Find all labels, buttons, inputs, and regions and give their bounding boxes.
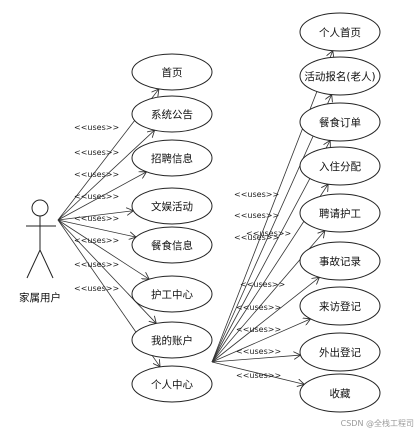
association-line (211, 361, 304, 384)
use-case-left-2[interactable]: 系统公告 (131, 95, 213, 133)
uses-label-left-1: <<uses>> (74, 123, 119, 132)
use-case-ellipse (299, 146, 381, 186)
uses-label-right-5: <<uses>> (240, 280, 285, 289)
actor-head (31, 199, 49, 217)
uses-label-right-3: <<uses>> (234, 233, 279, 242)
use-case-right-5[interactable]: 聘请护工 (299, 193, 381, 233)
use-case-ellipse (131, 226, 213, 264)
use-case-ellipse (299, 56, 381, 96)
uses-label-right-4: <<uses>> (246, 229, 291, 238)
use-case-right-6[interactable]: 事故记录 (299, 241, 381, 281)
actor-label: 家属用户 (19, 291, 61, 304)
use-case-right-1[interactable]: 个人首页 (299, 12, 381, 52)
actor-left-leg (26, 249, 41, 279)
use-case-ellipse (299, 102, 381, 142)
association-line (211, 95, 332, 363)
use-case-label: 活动报名(老人) (304, 70, 375, 83)
uses-label-right-9: <<uses>> (236, 371, 281, 380)
use-case-label: 聘请护工 (319, 207, 361, 220)
actor-family-user[interactable]: 家属用户 (19, 199, 61, 304)
use-case-right-7[interactable]: 来访登记 (299, 286, 381, 326)
uses-label-right-1: <<uses>> (234, 190, 279, 199)
uses-label-right-6: <<uses>> (236, 303, 281, 312)
use-case-ellipse (299, 286, 381, 326)
use-case-ellipse (131, 187, 213, 225)
association-line (57, 211, 133, 221)
uses-label-left-6: <<uses>> (74, 236, 119, 245)
use-case-label: 餐食订单 (319, 116, 361, 129)
use-case-label: 事故记录 (319, 255, 361, 268)
uses-label-left-2: <<uses>> (74, 148, 119, 157)
uses-label-left-8: <<uses>> (74, 284, 119, 293)
use-case-label: 首页 (162, 66, 183, 79)
use-case-label: 文娱活动 (151, 200, 193, 213)
use-case-left-3[interactable]: 招聘信息 (131, 139, 213, 177)
use-case-left-6[interactable]: 护工中心 (131, 275, 213, 313)
use-case-ellipse (131, 321, 213, 359)
use-case-ellipse (131, 365, 213, 403)
use-case-left-4[interactable]: 文娱活动 (131, 187, 213, 225)
use-case-left-1[interactable]: 首页 (131, 53, 213, 91)
association-line (211, 51, 333, 363)
use-case-ellipse (131, 139, 213, 177)
use-case-right-2[interactable]: 活动报名(老人) (299, 56, 381, 96)
use-case-label: 外出登记 (319, 346, 361, 359)
uses-label-right-2: <<uses>> (234, 211, 279, 220)
use-case-left-8[interactable]: 个人中心 (131, 365, 213, 403)
uses-labels: <<uses>><<uses>><<uses>><<uses>><<uses>>… (74, 123, 291, 380)
use-case-label: 来访登记 (319, 300, 361, 313)
use-case-ellipse (131, 95, 213, 133)
association-line (57, 219, 149, 279)
association-line (57, 130, 155, 221)
association-line (57, 172, 147, 221)
use-case-label: 入住分配 (319, 160, 361, 173)
use-case-label: 收藏 (330, 387, 351, 400)
association-line (57, 219, 136, 237)
use-case-right-9[interactable]: 收藏 (299, 373, 381, 413)
association-line (211, 277, 319, 363)
association-line (57, 219, 156, 323)
use-case-right-3[interactable]: 餐食订单 (299, 102, 381, 142)
use-case-ellipse (299, 12, 381, 52)
uses-label-left-7: <<uses>> (74, 260, 119, 269)
use-case-label: 系统公告 (151, 108, 193, 121)
use-case-label: 个人首页 (319, 26, 361, 39)
uses-label-left-5: <<uses>> (74, 214, 119, 223)
association-line (211, 319, 311, 363)
use-case-ellipse (299, 193, 381, 233)
use-case-ellipse (131, 275, 213, 313)
use-case-label: 我的账户 (151, 334, 193, 347)
use-case-ellipse (131, 53, 213, 91)
use-case-label: 个人中心 (151, 378, 193, 391)
uses-label-left-4: <<uses>> (74, 192, 119, 201)
use-case-label: 招聘信息 (151, 152, 193, 165)
use-case-label: 餐食信息 (151, 239, 193, 252)
association-line (211, 355, 301, 363)
use-case-left-5[interactable]: 餐食信息 (131, 226, 213, 264)
use-case-ellipse (299, 241, 381, 281)
uses-label-left-3: <<uses>> (74, 170, 119, 179)
uses-label-right-7: <<uses>> (236, 325, 281, 334)
use-case-label: 护工中心 (151, 288, 193, 301)
use-case-right-4[interactable]: 入住分配 (299, 146, 381, 186)
watermark-text: CSDN @全栈工程司 (341, 418, 414, 428)
use-case-right-8[interactable]: 外出登记 (299, 332, 381, 372)
use-case-ellipse (299, 373, 381, 413)
actor-right-leg (39, 249, 54, 279)
uses-label-right-8: <<uses>> (236, 347, 281, 356)
use-case-left-7[interactable]: 我的账户 (131, 321, 213, 359)
use-case-ellipse (299, 332, 381, 372)
